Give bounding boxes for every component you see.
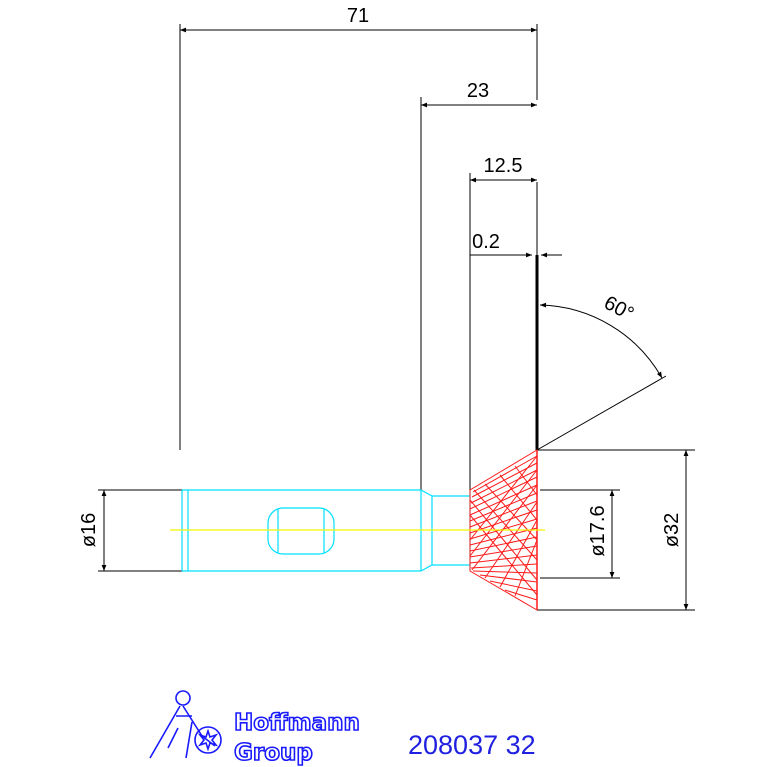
dim-label-offset: 0.2 — [472, 231, 500, 253]
logo-emblem-icon — [149, 690, 222, 759]
dimension-lines — [101, 27, 689, 610]
dim-label-outer-diameter: ø32 — [661, 513, 683, 547]
dim-label-inner-diameter: ø17.6 — [587, 505, 609, 556]
hoffmann-logo: Hoffmann Group — [149, 690, 361, 767]
logo-text-line1: Hoffmann — [234, 710, 360, 736]
dim-label-tooth-length: 12.5 — [484, 155, 523, 177]
part-number: 208037 32 — [408, 730, 536, 760]
dim-label-gear-length: 23 — [467, 80, 489, 102]
dim-label-cone-angle: 60° — [600, 292, 637, 326]
dim-label-shaft-diameter: ø16 — [78, 513, 100, 547]
gear-outline — [535, 255, 667, 451]
dim-label-overall-length: 71 — [347, 5, 369, 27]
extension-lines — [98, 24, 695, 611]
shaft-keyway — [267, 507, 335, 555]
logo-text-line2: Group — [234, 740, 313, 766]
bevel-gear-teeth — [469, 449, 538, 611]
angle-arc-60 — [539, 302, 663, 379]
